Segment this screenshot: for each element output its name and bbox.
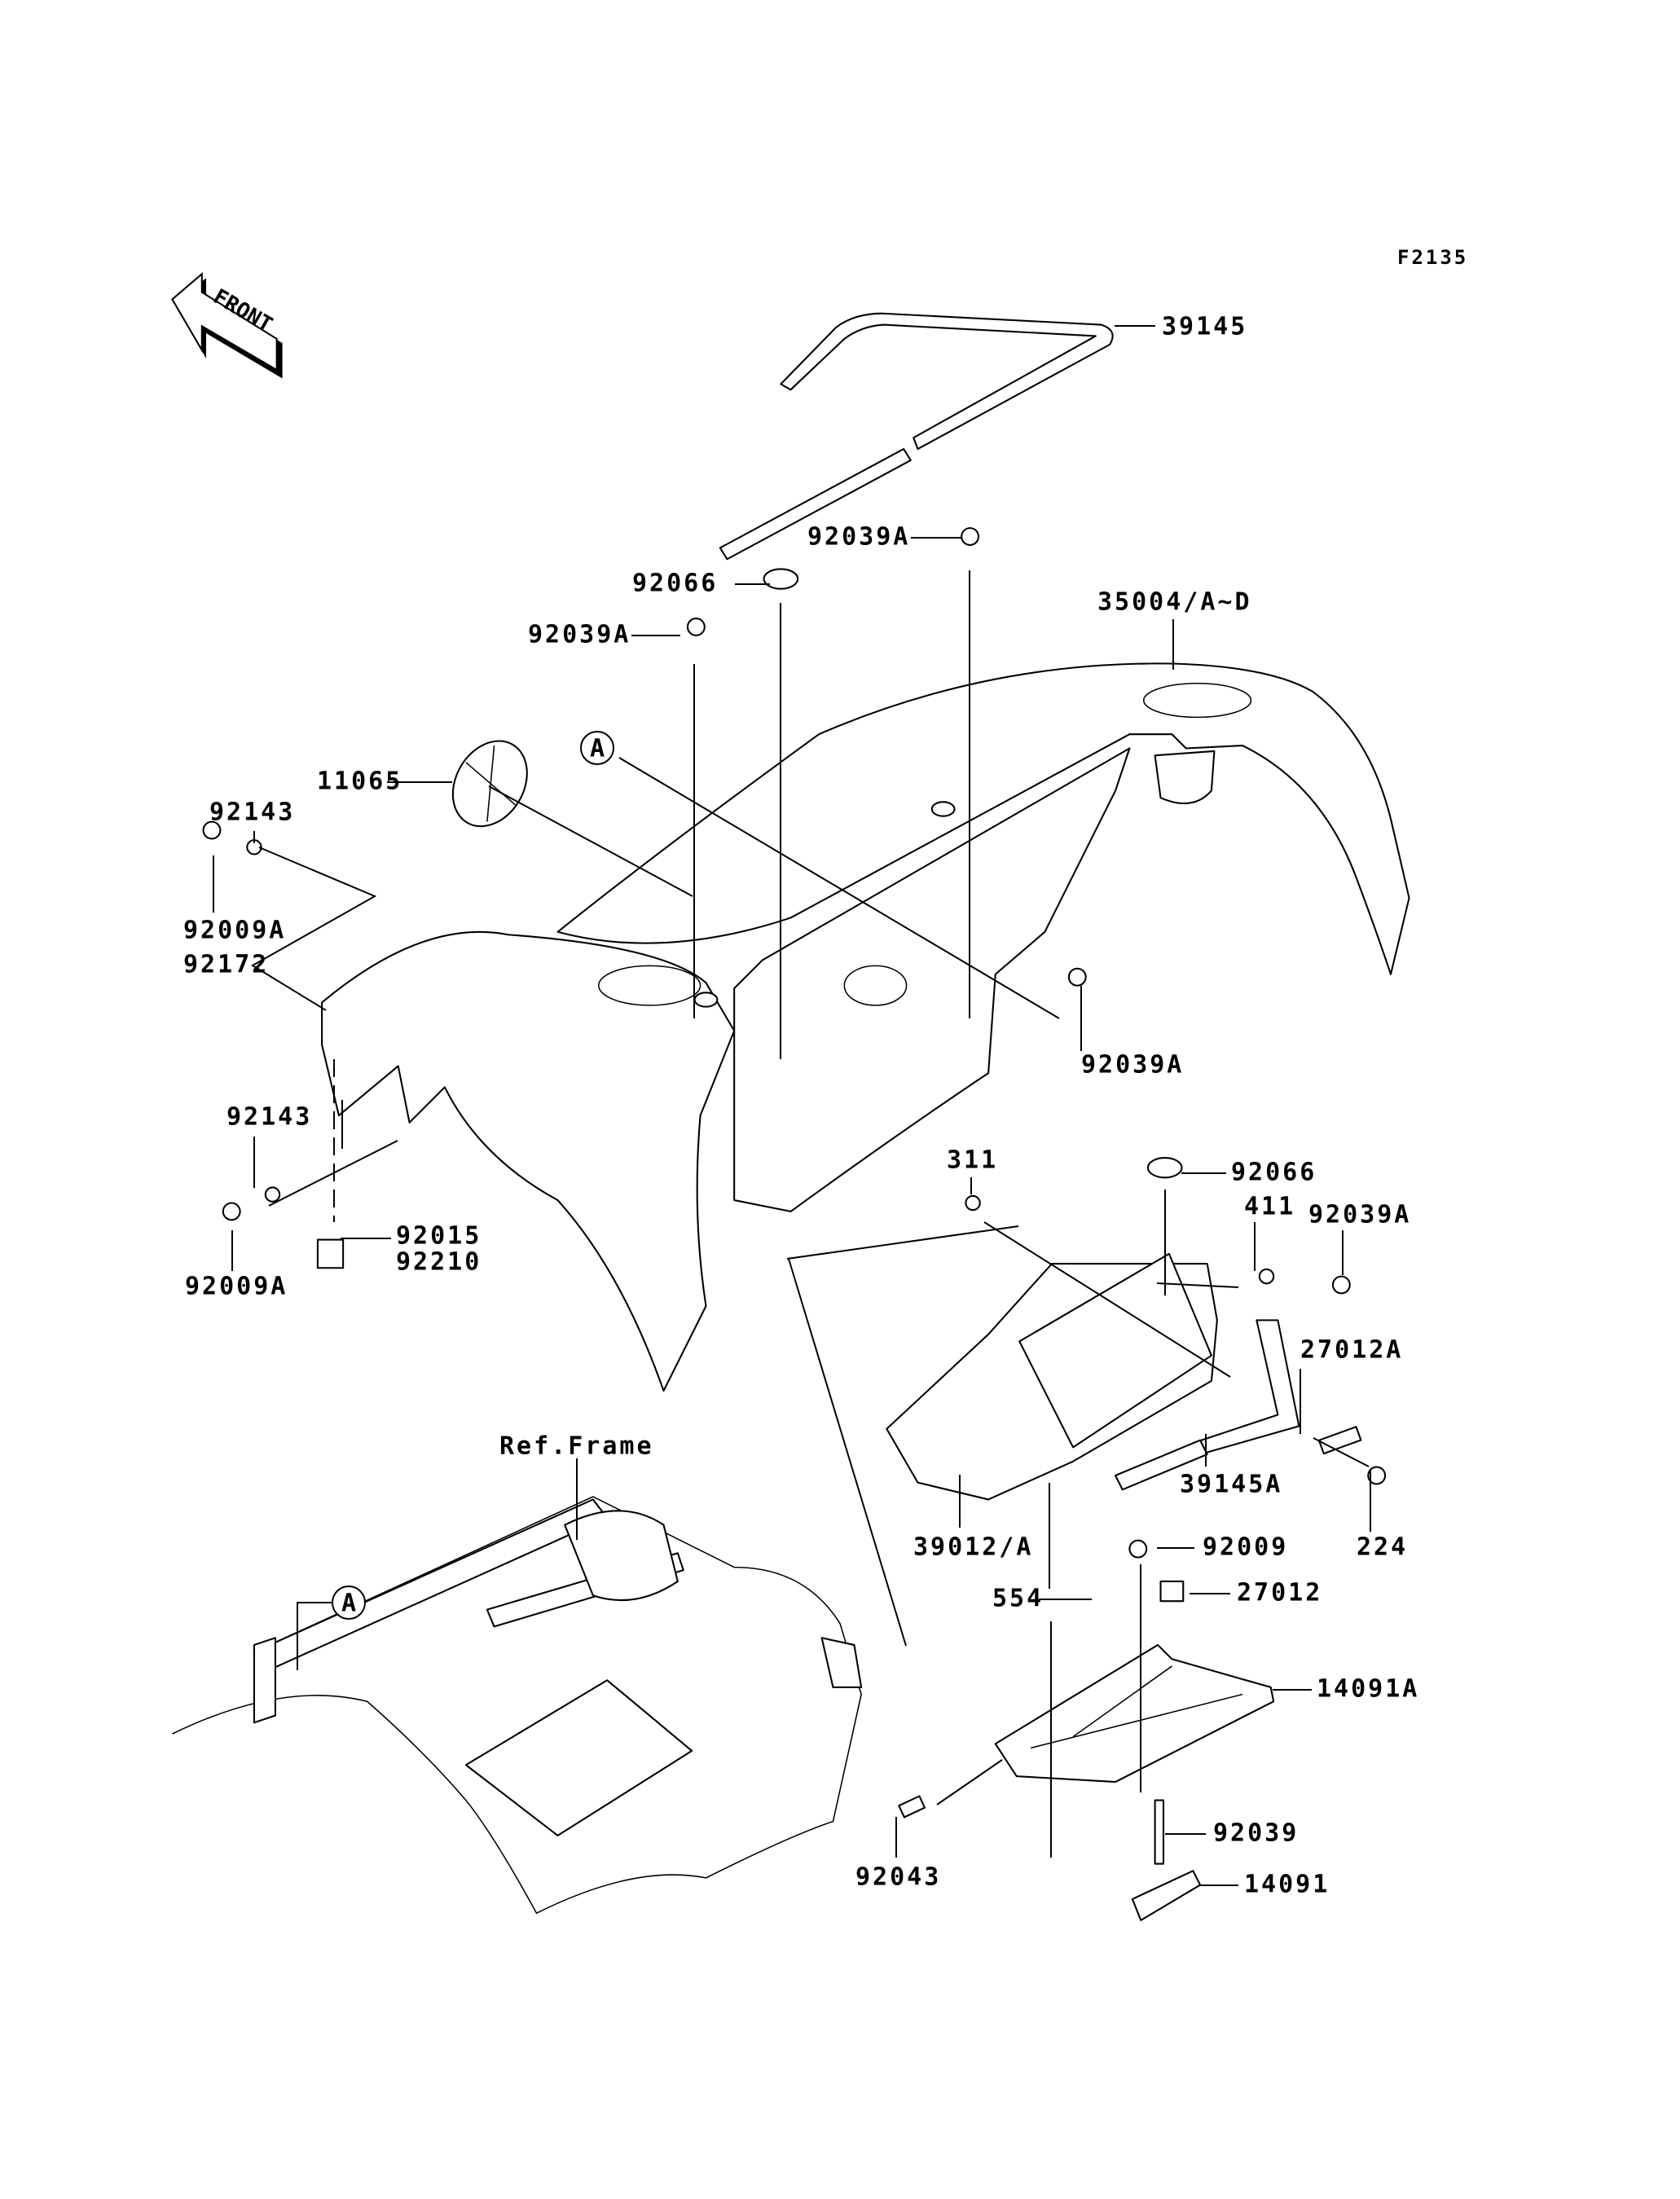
callout-a-frame: A: [332, 1585, 366, 1620]
part-label: 35004/A~D: [1097, 588, 1252, 617]
leader-lines: [213, 325, 1371, 1886]
rear-fender-35004: [556, 662, 1410, 1212]
part-label: 92009A: [183, 917, 286, 945]
part-label: 92015: [396, 1222, 482, 1251]
part-label: 39012/A: [913, 1533, 1033, 1562]
part-label: 92009: [1203, 1533, 1288, 1562]
part-label: 92039A: [1308, 1201, 1411, 1229]
part-label: 92172: [183, 951, 269, 979]
part-label: 39145: [1162, 313, 1247, 341]
part-label: 14091A: [1317, 1675, 1419, 1704]
part-label: 311: [947, 1146, 998, 1175]
diagram-code: F2135: [1397, 246, 1468, 269]
part-labels: F2135 39145 92039A 92066 35004/A~D 92039…: [183, 246, 1468, 1899]
box-39012: [886, 1252, 1300, 1501]
reference-label: Ref.Frame: [499, 1432, 654, 1461]
part-label: 92210: [396, 1248, 482, 1277]
part-label: 92039: [1213, 1819, 1299, 1848]
part-label: 11065: [317, 767, 402, 796]
seal-39145: [719, 312, 1114, 561]
part-label: 92039A: [1081, 1051, 1184, 1080]
part-label: 39145A: [1180, 1471, 1282, 1499]
part-label: 224: [1357, 1533, 1408, 1562]
part-label: 554: [992, 1585, 1044, 1613]
reference-frame: [172, 1496, 863, 1915]
part-label: 14091: [1244, 1871, 1330, 1899]
part-label: 92143: [209, 798, 295, 827]
part-label: 92009A: [185, 1273, 288, 1301]
tray-14091A: [994, 1643, 1275, 1921]
front-arrow-icon: FRONT: [171, 271, 283, 379]
svg-text:A: A: [590, 735, 605, 763]
part-label: 27012A: [1300, 1336, 1403, 1365]
part-label: 92066: [1231, 1159, 1317, 1187]
part-label: 411: [1244, 1193, 1295, 1221]
front-fender: [321, 930, 736, 1392]
part-label: 92039A: [528, 621, 631, 649]
svg-text:A: A: [341, 1590, 356, 1618]
fasteners: [202, 527, 1387, 1865]
part-label: 92039A: [807, 523, 910, 552]
part-label: 92043: [855, 1863, 941, 1892]
part-label: 92066: [632, 570, 718, 598]
callout-a-top: A: [580, 731, 614, 765]
cap-11065: [451, 740, 528, 828]
parts-drawing: FRONT: [171, 271, 1410, 1921]
part-label: 92143: [226, 1103, 312, 1132]
part-label: 27012: [1237, 1579, 1322, 1607]
